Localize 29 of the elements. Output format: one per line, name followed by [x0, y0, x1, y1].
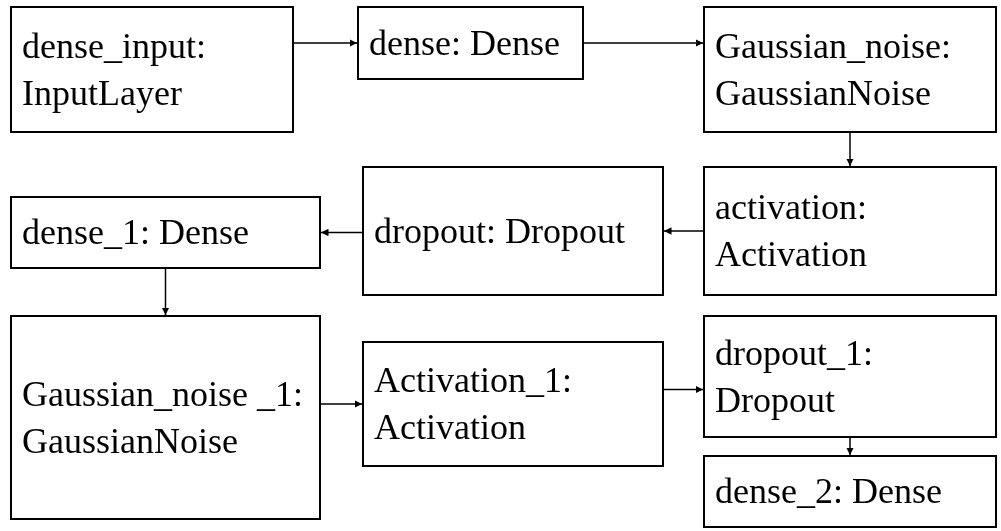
arrow [320, 228, 363, 237]
layer-box [703, 6, 997, 133]
arrow [583, 39, 704, 47]
layer-label: Gaussian_noise: GaussianNoise [715, 24, 952, 115]
arrow [663, 385, 704, 394]
arrow [293, 39, 358, 47]
layer-label: Gaussian_noise _1: GaussianNoise [22, 372, 304, 463]
layer-label: dropout: Dropout [374, 209, 625, 253]
layer-label: dense_input: InputLayer [22, 24, 207, 115]
arrow [161, 268, 170, 316]
layer-box [10, 315, 321, 520]
layer-box [703, 315, 997, 438]
layer-box [362, 341, 664, 467]
arrow [663, 227, 704, 235]
arrow [846, 437, 854, 456]
layer-label: dense: Dense [369, 21, 560, 65]
layer-box [703, 166, 997, 296]
layer-label: dense_1: Dense [22, 211, 249, 255]
layer-label: dropout_1: Dropout [715, 331, 874, 422]
arrow [846, 132, 854, 167]
layer-label: activation: Activation [715, 186, 868, 276]
layer-box [362, 166, 664, 296]
layer-label: dense_2: Dense [715, 470, 942, 514]
layer-box [10, 6, 294, 133]
layer-box [703, 455, 997, 528]
layer-box [10, 196, 321, 269]
arrow [320, 400, 363, 408]
layer-label: Activation_1: Activation [374, 359, 573, 449]
layer-box [357, 6, 584, 80]
